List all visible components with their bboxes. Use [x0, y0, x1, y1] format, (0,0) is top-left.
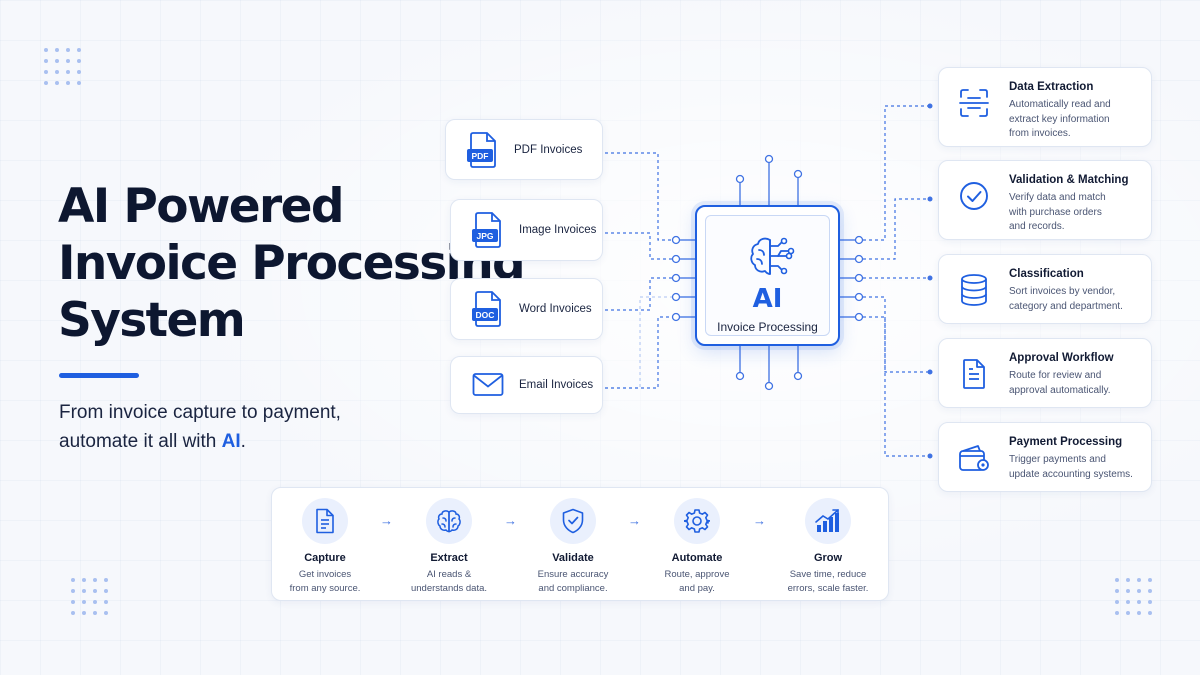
decorative-dots-bottom-left: [71, 578, 108, 615]
output-desc-approval: Route for review and approval automatica…: [1009, 370, 1111, 396]
input-label-word: Word Invoices: [519, 303, 592, 315]
output-desc-payment: Trigger payments and update accounting s…: [1009, 454, 1133, 480]
pdf-badge: PDF: [472, 151, 489, 161]
input-label-pdf: PDF Invoices: [514, 143, 583, 156]
arrow-icon: →: [753, 513, 766, 528]
title-line-1: AI Powered: [58, 179, 345, 234]
subtitle-text: automate it all with: [59, 431, 222, 452]
step-title-extract: Extract: [430, 552, 468, 564]
brain-icon: [426, 498, 472, 544]
output-desc-data-extraction: Automatically read and extract key infor…: [1009, 99, 1111, 139]
step-capture: Capture Get invoices from any source.: [263, 498, 387, 595]
output-card-approval: Approval Workflow Route for review and a…: [938, 338, 1152, 408]
chip-ai-label: AI: [752, 284, 783, 314]
subtitle-highlight: AI: [221, 431, 241, 452]
brain-circuit-icon: [748, 236, 796, 283]
output-desc-validation: Verify data and match with purchase orde…: [1009, 192, 1106, 232]
step-validate: Validate Ensure accuracy and compliance.: [511, 498, 635, 595]
output-title-data-extraction: Data Extraction: [1009, 81, 1094, 93]
envelope-icon: [469, 365, 507, 405]
database-icon: [955, 271, 993, 309]
subtitle-period: .: [240, 431, 246, 452]
step-desc-validate: Ensure accuracy and compliance.: [537, 569, 609, 594]
step-title-capture: Capture: [304, 552, 346, 564]
chip-caption: Invoice Processing: [717, 320, 818, 334]
output-title-validation: Validation & Matching: [1009, 174, 1129, 186]
step-grow: Grow Save time, reduce errors, scale fas…: [766, 498, 890, 595]
step-desc-capture: Get invoices from any source.: [289, 569, 361, 594]
step-desc-grow: Save time, reduce errors, scale faster.: [787, 569, 869, 594]
output-title-approval: Approval Workflow: [1009, 352, 1114, 364]
output-card-data-extraction: Data Extraction Automatically read and e…: [938, 67, 1152, 147]
arrow-icon: →: [504, 513, 517, 528]
input-label-image: Image Invoices: [519, 224, 597, 236]
subtitle-line-2: automate it all with AI.: [59, 427, 341, 456]
process-steps-panel: Capture Get invoices from any source. → …: [271, 487, 889, 601]
arrow-icon: →: [628, 513, 641, 528]
jpg-badge: JPG: [476, 231, 493, 241]
title-accent-bar: [59, 373, 139, 378]
step-title-validate: Validate: [552, 552, 594, 564]
step-automate: Automate Route, approve and pay.: [635, 498, 759, 595]
input-label-email: Email Invoices: [519, 379, 594, 391]
input-card-pdf: PDF PDF Invoices: [445, 119, 603, 180]
step-desc-automate: Route, approve and pay.: [664, 569, 730, 594]
title-line-2: Invoice Processing: [58, 236, 526, 291]
subtitle-line-1: From invoice capture to payment,: [59, 402, 341, 423]
wallet-icon: [955, 439, 993, 477]
output-card-classification: Classification Sort invoices by vendor, …: [938, 254, 1152, 324]
input-card-image: JPG Image Invoices: [450, 199, 603, 261]
chip-core: AI Invoice Processing: [705, 215, 830, 336]
document-icon: [955, 355, 993, 393]
page-subtitle: From invoice capture to payment, automat…: [59, 398, 341, 456]
page-title: AI Powered Invoice Processing System: [58, 178, 526, 349]
pdf-file-icon: PDF: [464, 130, 502, 170]
decorative-dots-bottom-right: [1115, 578, 1152, 615]
output-title-payment: Payment Processing: [1009, 436, 1123, 448]
title-line-3: System: [58, 293, 246, 348]
ai-processing-chip: AI Invoice Processing: [695, 205, 840, 346]
arrow-icon: →: [380, 513, 393, 528]
input-card-email: Email Invoices: [450, 356, 603, 414]
decorative-dots-top-left: [44, 48, 81, 85]
shield-check-icon: [550, 498, 596, 544]
growth-chart-icon: [805, 498, 851, 544]
doc-badge: DOC: [476, 310, 495, 320]
step-extract: Extract AI reads & understands data.: [387, 498, 511, 595]
document-icon: [302, 498, 348, 544]
output-desc-classification: Sort invoices by vendor, category and de…: [1009, 286, 1123, 312]
output-title-classification: Classification: [1009, 268, 1084, 280]
step-title-grow: Grow: [813, 552, 843, 564]
check-circle-icon: [955, 177, 993, 215]
scan-icon: [955, 84, 993, 122]
gear-icon: [674, 498, 720, 544]
step-desc-extract: AI reads & understands data.: [410, 569, 488, 594]
output-card-validation: Validation & Matching Verify data and ma…: [938, 160, 1152, 240]
jpg-file-icon: JPG: [469, 210, 507, 250]
doc-file-icon: DOC: [469, 289, 507, 329]
output-card-payment: Payment Processing Trigger payments and …: [938, 422, 1152, 492]
input-card-word: DOC Word Invoices: [450, 278, 603, 340]
step-title-automate: Automate: [671, 552, 723, 564]
